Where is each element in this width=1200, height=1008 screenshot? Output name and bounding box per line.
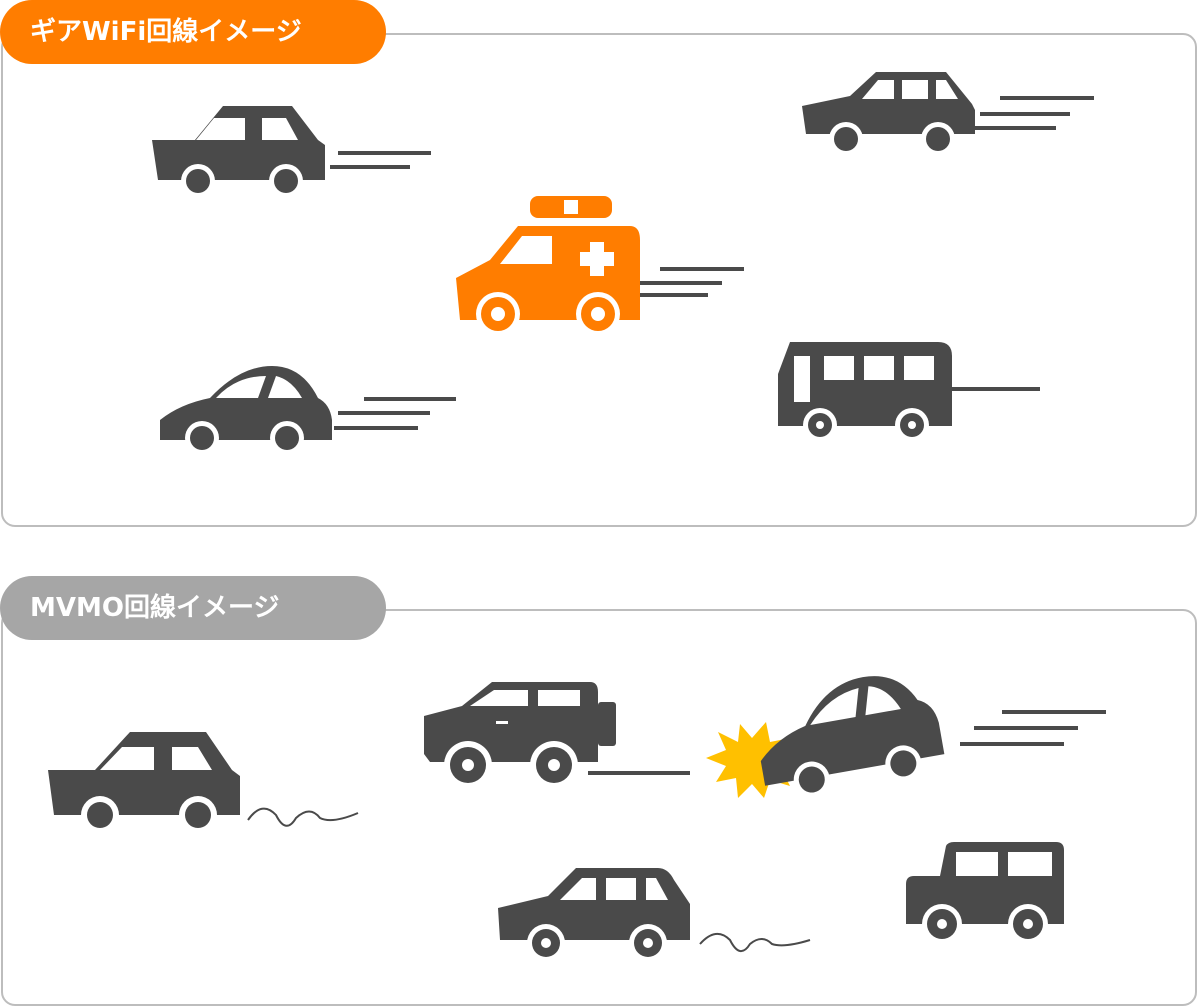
bus-icon: [778, 342, 952, 442]
compact-suv-icon: [906, 842, 1064, 944]
mvmo-section-label: MVMO回線イメージ: [0, 576, 386, 640]
wagon-icon: [498, 868, 690, 962]
speed-lines-icon: [975, 96, 1094, 130]
sedan-icon: [152, 106, 325, 198]
suv-icon: [424, 682, 616, 789]
sedan-icon: [48, 732, 240, 834]
coupe-icon: [160, 366, 332, 455]
speed-lines-icon: [334, 397, 456, 430]
wavy-line-icon: [699, 933, 811, 952]
speed-lines-icon: [960, 710, 1106, 746]
speed-lines-icon: [640, 267, 744, 297]
ambulance-icon: [456, 196, 640, 336]
wavy-line-icon: [247, 807, 359, 827]
wagon-icon: [802, 72, 975, 156]
crashed-coupe-icon: [760, 676, 945, 798]
speed-lines-icon: [330, 151, 431, 169]
gear-wifi-section-label: ギアWiFi回線イメージ: [0, 0, 386, 64]
